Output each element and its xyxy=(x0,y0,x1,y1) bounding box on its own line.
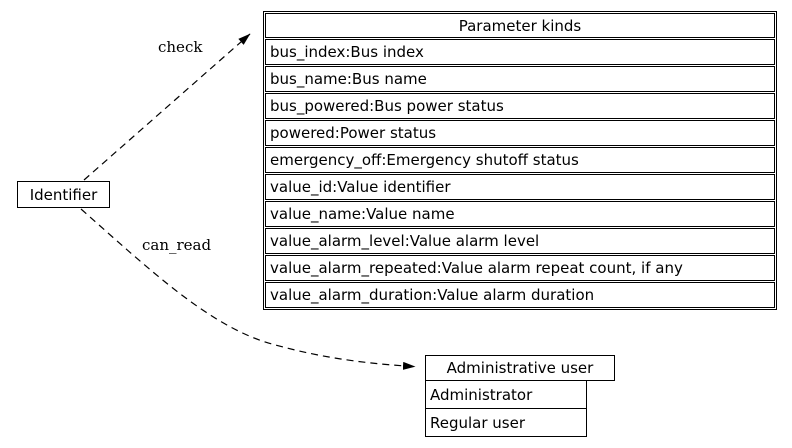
check-edge-label: check xyxy=(158,38,203,56)
parameter-row-value-id: value_id:Value identifier xyxy=(265,174,775,200)
parameter-row-emergency-off: emergency_off:Emergency shutoff status xyxy=(265,147,775,173)
parameter-kinds-table: Parameter kinds bus_index:Bus index bus_… xyxy=(263,11,777,310)
parameter-row-bus-name: bus_name:Bus name xyxy=(265,66,775,92)
user-row-administrator: Administrator xyxy=(425,380,587,409)
administrative-user-table: Administrator Regular user xyxy=(425,380,587,437)
parameter-row-bus-index: bus_index:Bus index xyxy=(265,39,775,65)
identifier-node: Identifier xyxy=(17,181,110,208)
parameter-row-bus-powered: bus_powered:Bus power status xyxy=(265,93,775,119)
can-read-edge-label: can_read xyxy=(142,236,212,254)
user-row-regular-user: Regular user xyxy=(425,408,587,437)
administrative-user-table-title: Administrative user xyxy=(425,355,615,381)
parameter-row-powered: powered:Power status xyxy=(265,120,775,146)
identifier-node-label: Identifier xyxy=(29,185,98,204)
parameter-kinds-table-title: Parameter kinds xyxy=(265,13,775,38)
parameter-row-value-alarm-level: value_alarm_level:Value alarm level xyxy=(265,228,775,254)
parameter-row-value-name: value_name:Value name xyxy=(265,201,775,227)
parameter-row-value-alarm-repeated: value_alarm_repeated:Value alarm repeat … xyxy=(265,255,775,281)
parameter-row-value-alarm-duration: value_alarm_duration:Value alarm duratio… xyxy=(265,282,775,308)
